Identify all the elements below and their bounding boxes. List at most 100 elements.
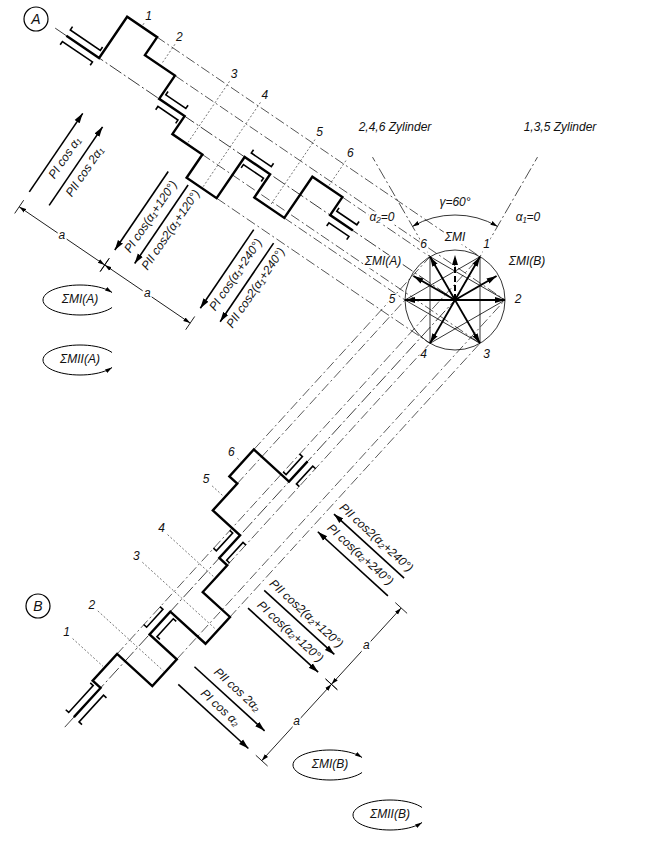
cylinder-number: 3 [231, 68, 238, 81]
projection-line [165, 300, 505, 672]
moment-label: ΣMI(B) [312, 758, 349, 771]
view-letter-text: A [31, 12, 40, 26]
crank-circle [405, 250, 505, 350]
moment-vector [455, 276, 497, 300]
bearing-symbol [60, 27, 102, 66]
cylinder-number: 1 [145, 10, 152, 23]
force-vector [455, 299, 505, 301]
guide-line [329, 161, 346, 186]
moment-label: ΣMI [444, 231, 467, 244]
dimension-line [331, 608, 401, 684]
bearing-symbol [241, 150, 273, 182]
cylinder-number: 5 [203, 474, 210, 487]
dimension-line [262, 684, 332, 760]
bearing-symbol [283, 454, 316, 487]
dimension-tick [326, 679, 338, 690]
view-circle-outline [26, 594, 50, 618]
dimension-tick [395, 603, 407, 614]
bearing-symbol [66, 683, 107, 725]
force-vector [430, 300, 455, 343]
moment-label: ΣMI(A) [364, 255, 403, 268]
dimension-tick [100, 258, 109, 271]
cylinder-group-label: 1,3,5 Zylinder [523, 121, 598, 134]
guide-line [143, 23, 144, 25]
guide-line [270, 140, 315, 206]
angle-label: α₁=0 [515, 211, 541, 224]
dimension-tick [326, 679, 338, 690]
dimension-label: a [292, 716, 301, 729]
guide-line [162, 44, 175, 64]
view-letter: A [23, 6, 49, 32]
guide-line [168, 535, 214, 577]
crankshaft [0, 0, 523, 471]
cylinder-group-label: 2,4,6 Zylinder [358, 121, 433, 134]
moment-arrow [353, 800, 422, 830]
bearing-symbol [144, 607, 177, 640]
force-arrow [194, 667, 264, 731]
moment-arrow [43, 285, 112, 315]
moment-label: ΣMI(B) [508, 255, 547, 268]
crank-throw-line [39, 429, 343, 749]
moment-label: ΣMI(A) [62, 293, 99, 306]
angle-label: α₂=0 [368, 211, 395, 224]
cylinder-number: 1 [63, 627, 70, 640]
cylinder-axis-line [455, 157, 538, 300]
cylinder-number: 6 [228, 446, 235, 459]
cylinder-number: 1 [482, 239, 491, 252]
guide-line [237, 458, 240, 461]
dimension-tick [186, 316, 195, 329]
cylinder-axis-line [373, 157, 456, 300]
center-line [65, 300, 455, 727]
vector-star [373, 157, 538, 350]
moment-label: ΣMII(A) [60, 353, 100, 366]
cylinder-number: 4 [419, 348, 428, 361]
dimension-line [105, 265, 191, 323]
projection-line [187, 144, 480, 343]
moment-vector [454, 255, 456, 300]
projection-line [202, 188, 430, 343]
view-letter-text: B [33, 599, 42, 613]
guide-line [212, 486, 223, 496]
guide-line [73, 639, 103, 667]
cylinder-number: 6 [419, 239, 428, 252]
dimension-tick [15, 200, 24, 213]
cylinder-number: 2 [514, 293, 523, 306]
cylinder-number: 4 [262, 89, 269, 102]
projection-line [217, 343, 480, 630]
bearing-symbol [156, 92, 188, 124]
view-letter: B [25, 593, 51, 619]
cylinder-number: 5 [388, 293, 397, 306]
moment-label: ΣMII(B) [370, 808, 410, 821]
force-vector [455, 300, 480, 343]
bearing-symbol [213, 530, 246, 563]
cylinder-number: 6 [347, 147, 354, 160]
projection-line [215, 343, 430, 578]
view-circle-outline [24, 7, 48, 31]
projection-line [242, 257, 430, 463]
projection-line [160, 66, 505, 300]
cylinder-number: 3 [482, 348, 491, 361]
guide-line [188, 81, 229, 142]
projection-line [269, 207, 405, 300]
projection-line [225, 300, 405, 497]
cylinder-number: 4 [158, 523, 165, 536]
moment-arrow [293, 750, 362, 780]
projection-line [105, 257, 480, 668]
dimension-label: a [58, 229, 67, 242]
dimension-line [19, 207, 105, 265]
cylinder-number: 2 [89, 599, 96, 612]
dimension-label: a [143, 287, 152, 300]
angle-label: γ=60° [438, 196, 471, 209]
angle-arc [413, 215, 498, 226]
dimension-tick [100, 258, 109, 271]
dimension-tick [256, 755, 268, 766]
dimension-label: a [362, 640, 371, 653]
crankshaft [25, 228, 618, 842]
moment-vector [413, 276, 455, 300]
cylinder-number: 3 [133, 550, 140, 563]
force-vector [405, 299, 455, 301]
projection-line [142, 27, 480, 257]
cylinder-number: 5 [316, 126, 323, 139]
cylinder-number: 2 [176, 31, 183, 44]
